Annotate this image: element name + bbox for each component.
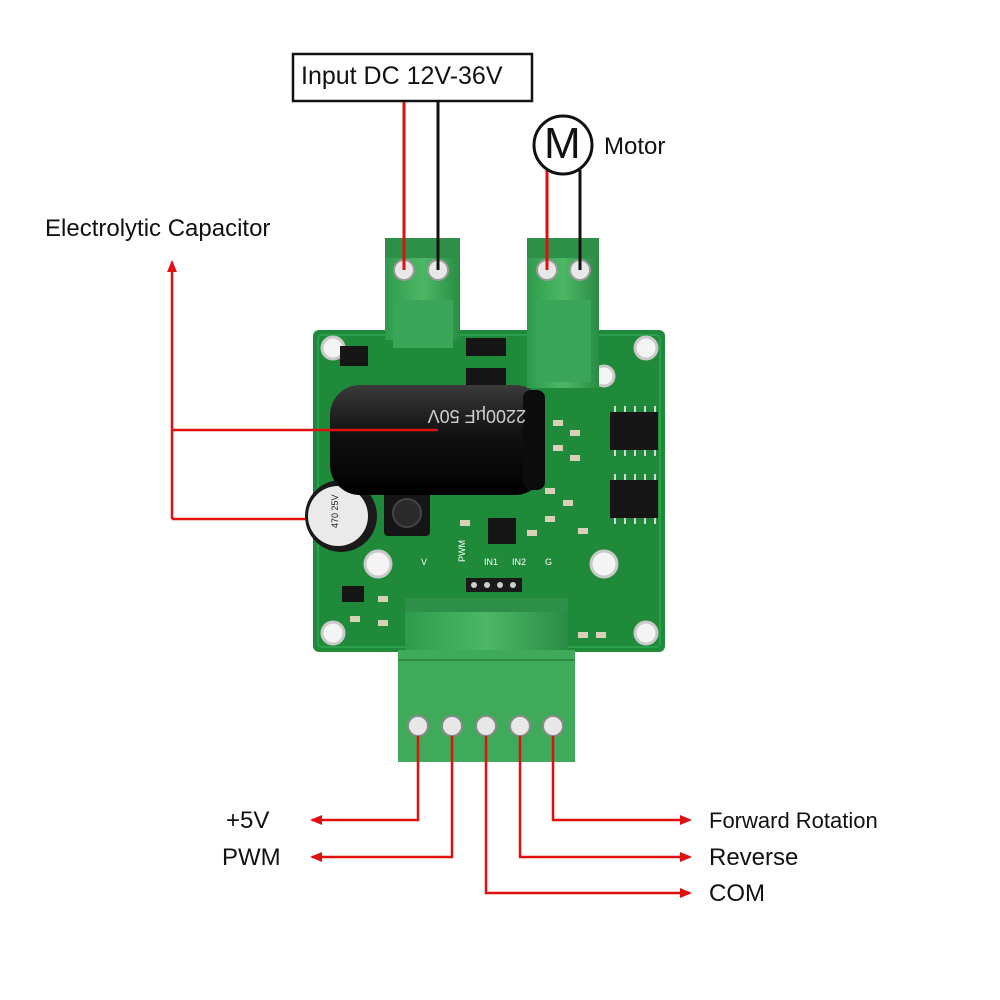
- small-cap-text: 470 25V: [330, 494, 340, 528]
- plus5v-label: +5V: [226, 807, 270, 834]
- driver-chips: [340, 338, 658, 602]
- motor-wires: [545, 170, 582, 270]
- small-capacitor: 470 25V: [305, 480, 377, 552]
- silk-pwm: PWM: [457, 540, 467, 562]
- capacitor-label: Electrolytic Capacitor: [45, 215, 271, 242]
- electrolytic-capacitor: 2200µF 50V: [330, 385, 545, 495]
- motor-terminal-block: [527, 238, 599, 388]
- control-wires: [310, 736, 692, 898]
- com-label: COM: [709, 880, 765, 907]
- forward-label: Forward Rotation: [709, 808, 878, 833]
- input-terminal-block: [385, 238, 460, 348]
- input-wires: [402, 100, 440, 270]
- control-terminal-block: [398, 598, 575, 762]
- pwm-label: PWM: [222, 844, 281, 871]
- pin-header: [466, 578, 522, 592]
- capacitor-callout-lines: [167, 260, 438, 521]
- silkscreen-labels: V PWM IN1 IN2 G: [421, 540, 552, 567]
- motor-symbol-icon: [532, 114, 594, 176]
- silk-g: G: [545, 557, 552, 567]
- reverse-label: Reverse: [709, 844, 799, 871]
- motor-label: Motor: [604, 133, 666, 160]
- input-label: Input DC 12V-36V: [301, 62, 503, 90]
- smd-components: [350, 420, 606, 638]
- motor-symbol-letter: M: [544, 119, 581, 168]
- silk-in2: IN2: [512, 557, 526, 567]
- inductor: [384, 490, 430, 536]
- input-label-box: [291, 52, 534, 103]
- big-cap-text: 2200µF 50V: [428, 406, 526, 426]
- silk-in1: IN1: [484, 557, 498, 567]
- silk-v: V: [421, 557, 427, 567]
